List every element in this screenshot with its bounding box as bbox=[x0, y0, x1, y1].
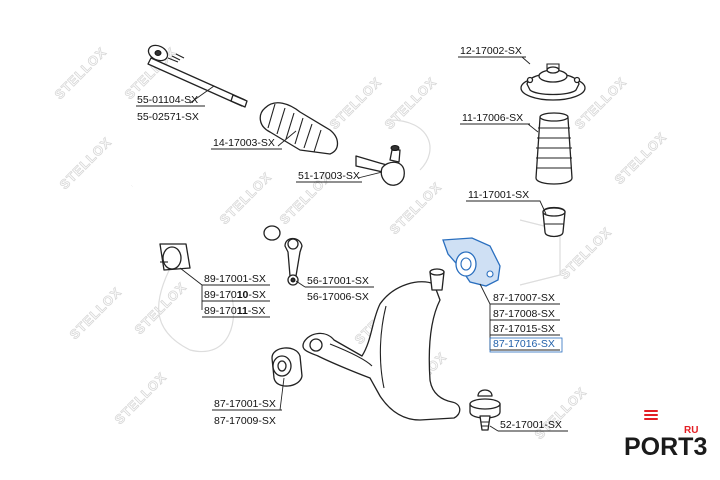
label-87-17007: 87-17007-SX bbox=[493, 292, 555, 304]
label-55-01104: 55-01104-SX bbox=[137, 94, 198, 106]
tie-rod-end bbox=[355, 145, 405, 186]
watermark-text: STELLOX bbox=[57, 134, 115, 192]
watermark-text: STELLOX bbox=[67, 284, 125, 342]
rear-arm-bushing bbox=[442, 237, 501, 287]
port3-logo-ru: RU bbox=[684, 425, 699, 436]
port3-logo-icon bbox=[644, 410, 658, 424]
watermark-text: STELLOX bbox=[612, 129, 670, 187]
strut-dust-boot bbox=[535, 112, 573, 185]
part-labels: 55-01104-SX 55-02571-SX 14-17003-SX 51-1… bbox=[137, 45, 562, 431]
stabilizer-bar bbox=[131, 181, 281, 241]
ball-joint bbox=[469, 389, 501, 431]
watermark-text: STELLOX bbox=[557, 224, 615, 282]
background-outlines bbox=[158, 119, 561, 353]
highlight-box bbox=[489, 337, 563, 353]
label-11-17006: 11-17006-SX bbox=[462, 112, 523, 124]
watermark-text: STELLOX bbox=[52, 44, 110, 102]
label-12-17002: 12-17002-SX bbox=[460, 45, 522, 57]
watermark-text: STELLOX bbox=[112, 369, 170, 427]
label-89-17011: 89-17011-SX bbox=[204, 305, 265, 317]
stabilizer-link bbox=[284, 237, 303, 286]
watermark-text: STELLOX bbox=[387, 179, 445, 237]
label-11-17001: 11-17001-SX bbox=[468, 189, 529, 201]
label-87-17001: 87-17001-SX bbox=[214, 398, 276, 410]
label-56-17006: 56-17006-SX bbox=[307, 291, 369, 303]
front-arm-bushing bbox=[271, 347, 303, 387]
watermark-text: STELLOX bbox=[327, 74, 385, 132]
inner-tie-rod bbox=[147, 44, 248, 108]
label-14-17003: 14-17003-SX bbox=[213, 137, 275, 149]
label-87-17016: 87-17016-SX bbox=[493, 338, 555, 350]
port3-logo-text: PORT3 bbox=[624, 433, 708, 461]
watermark-text: STELLOX bbox=[132, 279, 190, 337]
label-87-17008: 87-17008-SX bbox=[493, 308, 555, 320]
steering-boot bbox=[259, 102, 339, 155]
label-89-17001: 89-17001-SX bbox=[204, 273, 266, 285]
label-52-17001: 52-17001-SX bbox=[500, 419, 562, 431]
bump-stop bbox=[542, 206, 566, 238]
label-56-17001: 56-17001-SX bbox=[307, 275, 369, 287]
label-51-17003: 51-17003-SX bbox=[298, 170, 360, 182]
leader-lines bbox=[136, 56, 568, 432]
lower-control-arm bbox=[302, 268, 461, 421]
label-87-17009: 87-17009-SX bbox=[214, 415, 276, 427]
strut-mount bbox=[520, 63, 586, 101]
stabilizer-bushing bbox=[159, 243, 191, 271]
watermark-text: STELLOX bbox=[217, 169, 275, 227]
label-89-17010: 89-17010-SX bbox=[204, 289, 266, 301]
label-55-02571: 55-02571-SX bbox=[137, 111, 199, 123]
watermark-text: STELLOX bbox=[532, 384, 590, 442]
label-87-17015: 87-17015-SX bbox=[493, 323, 555, 335]
